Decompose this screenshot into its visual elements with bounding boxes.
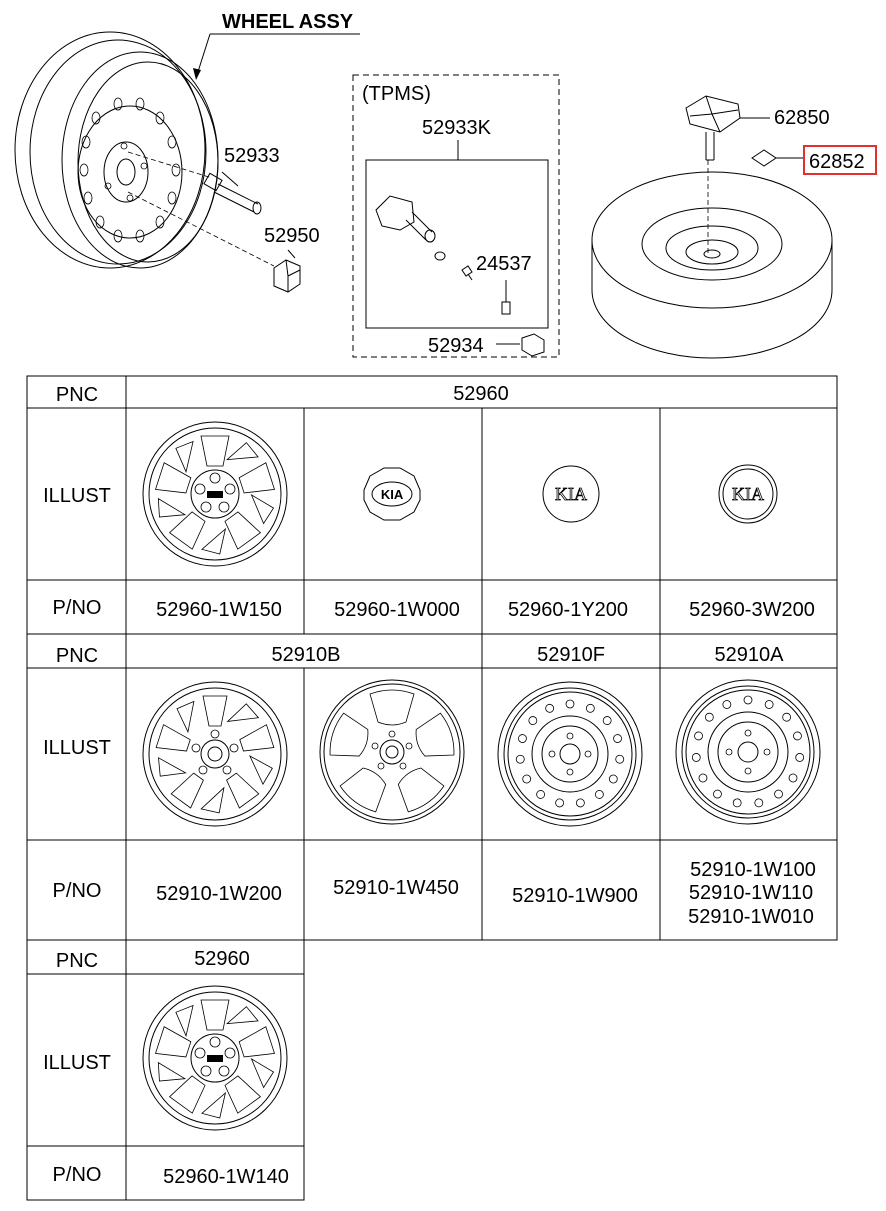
alloy-wheel-illustration-1w450	[319, 679, 465, 825]
alloy-wheel-illustration-1w200	[142, 681, 288, 827]
row-label-illust-2: ILLUST	[43, 737, 111, 759]
row-label-pnc-2: PNC	[56, 645, 98, 667]
tpms-sensor-illustration	[375, 195, 511, 315]
pnc-52910B: 52910B	[272, 644, 341, 666]
row-label-pno-3: P/NO	[53, 1164, 102, 1186]
callout-62852: 62852	[809, 151, 865, 173]
svg-text:KIA: KIA	[732, 484, 764, 504]
svg-text:KIA: KIA	[555, 484, 587, 504]
part-52960-1W000: 52960-1W000	[334, 599, 460, 621]
tpms-label: (TPMS)	[362, 83, 431, 105]
lug-nut-illustration	[127, 191, 301, 293]
part-52960-1Y200: 52960-1Y200	[508, 599, 628, 621]
wheel-assy-illustration	[14, 31, 219, 269]
spare-tire-illustration	[591, 160, 833, 359]
part-52910-1W100: 52910-1W100	[690, 859, 816, 881]
row-label-pnc-1: PNC	[56, 384, 98, 406]
part-52910-1W010: 52910-1W010	[688, 906, 814, 928]
part-52960-1W140: 52960-1W140	[163, 1166, 289, 1188]
row-label-pnc-3: PNC	[56, 950, 98, 972]
pnc-52910A: 52910A	[715, 644, 785, 666]
row-label-illust-3: ILLUST	[43, 1052, 111, 1074]
parts-table-grid	[26, 375, 838, 1201]
kia-emblem-illustration-1y200: KIA	[542, 465, 600, 523]
part-52960-3W200: 52960-3W200	[689, 599, 815, 621]
steel-wheel-illustration-1w100	[675, 679, 821, 825]
row-label-pno-1: P/NO	[53, 597, 102, 619]
row-label-pno-2: P/NO	[53, 880, 102, 902]
part-52960-1W150: 52960-1W150	[156, 599, 282, 621]
part-52910-1W900: 52910-1W900	[512, 885, 638, 907]
callout-52950: 52950	[264, 225, 320, 247]
callout-52933: 52933	[224, 145, 280, 167]
highlight-box-62852	[803, 145, 877, 175]
pnc-52960-section3: 52960	[194, 948, 250, 970]
label-tag-illustration	[751, 149, 804, 167]
wheel-cover-illustration-1w140	[142, 985, 288, 1131]
part-52910-1W450: 52910-1W450	[333, 877, 459, 899]
pnc-52910F: 52910F	[537, 644, 605, 666]
tpms-kit-box	[365, 159, 549, 329]
kia-emblem-illustration-3w200: KIA	[718, 464, 778, 524]
wheel-cover-illustration-1w150	[142, 421, 288, 567]
valve-stem-illustration	[127, 151, 262, 215]
callout-52934: 52934	[428, 335, 484, 357]
tpms-nut-illustration	[521, 333, 545, 357]
tire-clamp-illustration	[685, 95, 770, 161]
callout-24537: 24537	[476, 253, 532, 275]
callout-52933K: 52933K	[422, 117, 492, 139]
row-label-illust-1: ILLUST	[43, 485, 111, 507]
steel-wheel-illustration-1w900	[497, 681, 643, 827]
part-52910-1W110: 52910-1W110	[689, 882, 813, 904]
pnc-52960-section1: 52960	[453, 383, 509, 405]
part-52910-1W200: 52910-1W200	[156, 883, 282, 905]
callout-62850: 62850	[774, 107, 830, 129]
wheel-assy-title: WHEEL ASSY	[222, 11, 354, 33]
svg-text:KIA: KIA	[381, 487, 404, 502]
tpms-group-box	[352, 74, 560, 358]
center-cap-illustration-1w000: KIA	[363, 467, 421, 521]
